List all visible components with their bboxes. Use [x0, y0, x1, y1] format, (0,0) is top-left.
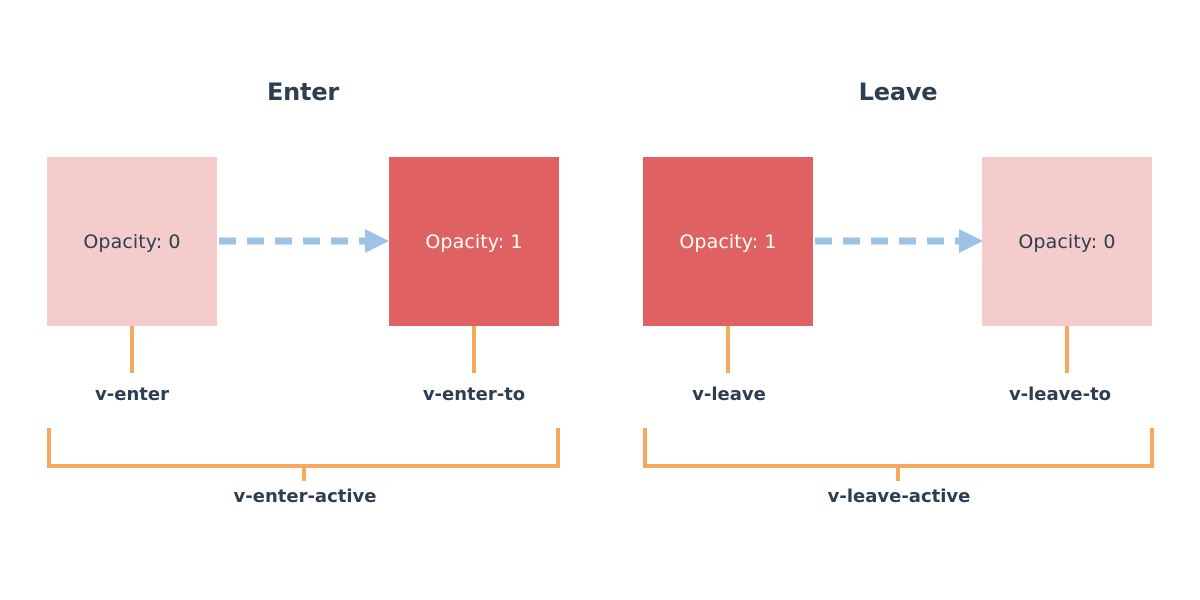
enter-start-class-label: v-enter — [95, 384, 169, 405]
enter-active-bracket-stem — [302, 464, 306, 481]
enter-transition-arrow — [219, 229, 389, 253]
leave-end-class-label: v-leave-to — [1008, 384, 1112, 405]
section-title-leave: Leave — [858, 78, 938, 106]
enter-active-class-label: v-enter-active — [233, 486, 377, 507]
leave-start-box: Opacity: 1 — [643, 157, 813, 326]
leave-active-bracket — [643, 428, 1154, 468]
leave-end-box-label: Opacity: 0 — [1018, 230, 1116, 253]
section-title-enter: Enter — [266, 78, 340, 106]
leave-transition-arrow — [815, 229, 983, 253]
leave-start-box-label: Opacity: 1 — [679, 230, 777, 253]
enter-start-box: Opacity: 0 — [47, 157, 217, 326]
leave-active-bracket-stem — [896, 464, 900, 481]
enter-active-bracket — [47, 428, 560, 468]
enter-start-box-label: Opacity: 0 — [83, 230, 181, 253]
enter-end-box-label: Opacity: 1 — [425, 230, 523, 253]
leave-active-class-label: v-leave-active — [827, 486, 971, 507]
enter-end-class-label: v-enter-to — [422, 384, 526, 405]
leave-end-leader-line — [1065, 326, 1069, 373]
leave-start-class-label: v-leave — [692, 384, 766, 405]
enter-start-leader-line — [130, 326, 134, 373]
enter-end-leader-line — [472, 326, 476, 373]
leave-end-box: Opacity: 0 — [982, 157, 1152, 326]
enter-end-box: Opacity: 1 — [389, 157, 559, 326]
leave-start-leader-line — [726, 326, 730, 373]
